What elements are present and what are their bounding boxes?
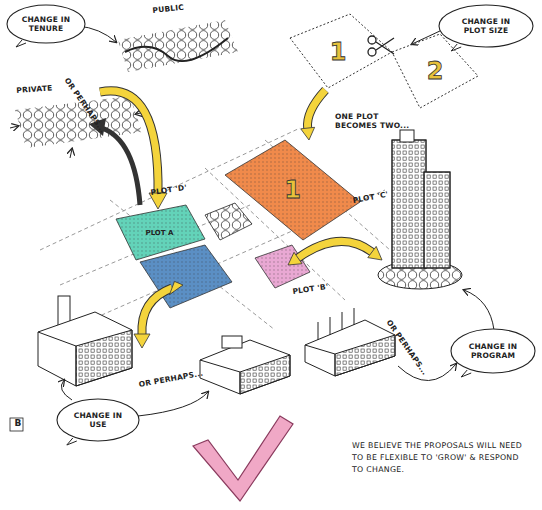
scissors-ring: [368, 48, 376, 56]
arrow-head: [368, 246, 382, 260]
tower-top: [400, 130, 414, 142]
leader-arrow: [61, 380, 72, 400]
street-line: [110, 200, 275, 330]
arrow-body: [142, 288, 172, 335]
annotation-label: OR PERHAPS...: [138, 368, 209, 389]
middle-building: [200, 336, 290, 394]
arrow-outline: [142, 288, 172, 335]
bubble-label: CHANGE IN PLOT SIZE: [438, 17, 534, 36]
site-plot: PLOT A: [112, 205, 207, 261]
arrow-head: [288, 252, 302, 265]
site-plot: 1: [283, 14, 393, 90]
building-windows: [76, 330, 132, 386]
plot-name: PLOT A: [146, 229, 174, 237]
tower-wing: [424, 172, 450, 268]
bubble-outline: [451, 329, 535, 373]
annotation-label: ONE PLOT BECOMES TWO...: [335, 112, 415, 131]
plot-dots: [116, 205, 205, 260]
leader-arrow: [138, 392, 208, 416]
crowd-path: [125, 38, 228, 61]
dotted-plot-outline: [290, 14, 392, 88]
bubble-tail: [451, 44, 461, 51]
cluster-heads: [205, 203, 252, 240]
node-text-box: 1: [225, 140, 360, 240]
use-building: [38, 296, 132, 386]
arrow-body: [308, 90, 326, 128]
small-arrow: [70, 149, 72, 158]
tower-building: [378, 130, 462, 289]
plot-number: 1: [284, 176, 301, 204]
arrow-outline: [100, 91, 158, 195]
bubble-label: CHANGE IN USE: [56, 411, 140, 430]
arrow-outline: [298, 241, 372, 258]
leader-arrow: [412, 30, 442, 44]
plot-number: 2: [427, 57, 444, 85]
arrow-body: [100, 91, 158, 195]
building-block: [200, 340, 290, 394]
arrow-head: [301, 127, 315, 140]
plot-dots: [225, 140, 360, 240]
annotation-label: PUBLIC: [152, 0, 213, 15]
site-plot: 1: [225, 140, 360, 240]
leader-arrow: [464, 290, 494, 330]
plot-fill: [116, 205, 205, 260]
yellow-arrow: [134, 281, 183, 348]
node-text-box: CHANGE IN TENURE: [6, 4, 86, 44]
plot-number: 1: [330, 38, 347, 66]
change-bubble: CHANGE IN PROGRAM: [450, 328, 536, 374]
arrow-body: [102, 128, 140, 205]
arrow-outline: [308, 90, 326, 128]
crowd-heads: [118, 20, 238, 72]
building-windows: [240, 355, 290, 394]
roof-box: [222, 336, 242, 348]
centre-cluster: [205, 203, 252, 240]
building-block: [38, 312, 132, 386]
bubble-tail: [67, 438, 77, 445]
bubble-label: CHANGE IN TENURE: [6, 15, 86, 34]
street-lines: [40, 128, 390, 330]
bubble-outline: [7, 5, 85, 43]
building-edge: [38, 332, 76, 386]
change-bubble: CHANGE IN TENURE: [6, 4, 86, 44]
change-bubble: CHANGE IN USE: [56, 398, 140, 442]
scissors-ring: [368, 36, 376, 44]
small-arrow: [10, 126, 18, 128]
node-text-box: CHANGE IN PLOT SIZE: [438, 4, 534, 48]
tower-block: [392, 140, 426, 268]
check-mark: [193, 416, 293, 501]
tower-windows: [424, 172, 450, 268]
logo-box: [10, 418, 23, 431]
bubble-outline: [439, 5, 533, 47]
bubble-outline: [57, 399, 139, 441]
arrow-head: [170, 281, 184, 294]
node-text-box: CHANGE IN PROGRAM: [450, 328, 536, 374]
annotation-label: PLOT 'C': [352, 189, 393, 205]
annotation-label: PLOT 'B': [292, 281, 333, 296]
change-bubble: CHANGE IN PLOT SIZE: [438, 4, 534, 48]
program-building: [305, 308, 395, 376]
arrow-head: [134, 334, 150, 348]
node-text-box: 1: [283, 14, 393, 90]
plot-fill: [225, 140, 360, 240]
public-crowd: [118, 20, 238, 72]
leader-arrows: [61, 26, 494, 416]
building-edge: [305, 345, 335, 376]
bubble-tail: [16, 40, 26, 47]
roof-columns: [318, 308, 354, 340]
building-edge: [200, 360, 240, 394]
annotation-label: PRIVATE: [16, 82, 77, 96]
yellow-arrow: [288, 241, 382, 265]
annotation-label: B: [12, 418, 24, 429]
tower-windows: [392, 140, 426, 268]
node-text-box: CHANGE IN USE: [56, 398, 140, 442]
caption-note: WE BELIEVE THE PROPOSALS WILL NEED TO BE…: [352, 440, 532, 476]
building-windows: [335, 335, 395, 376]
arrow-body: [298, 241, 372, 258]
scissors-symbol: [368, 36, 394, 56]
bubble-tail: [461, 370, 471, 377]
node-text-box: PLOT A: [112, 205, 207, 261]
yellow-arrow: [301, 90, 326, 140]
bubble-label: CHANGE IN PROGRAM: [450, 342, 536, 361]
